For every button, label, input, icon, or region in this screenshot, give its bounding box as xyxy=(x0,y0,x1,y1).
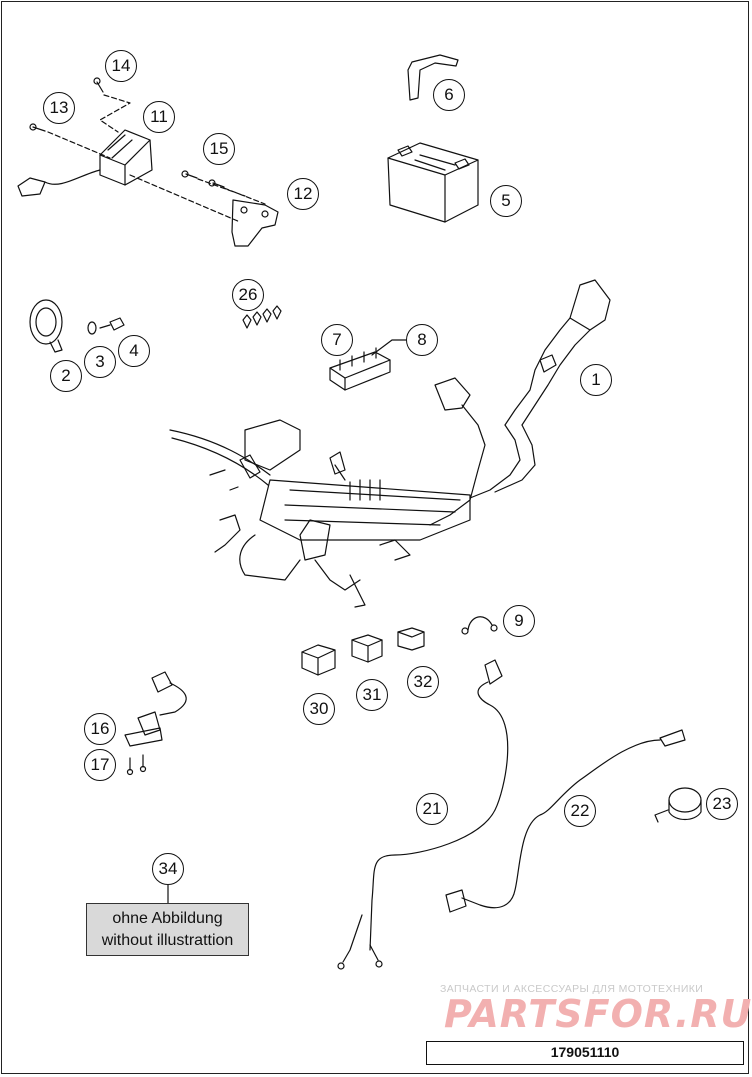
part-13-14-screws xyxy=(29,77,241,223)
part-2-horn xyxy=(29,299,63,353)
part-16-sensor xyxy=(124,671,187,747)
note-line-english: without illustrattion xyxy=(101,932,234,949)
callout-6: 6 xyxy=(433,79,465,111)
part-9-cable xyxy=(461,616,498,635)
part-30-relay xyxy=(301,644,336,676)
part-12-bracket xyxy=(181,170,279,247)
callout-1: 1 xyxy=(580,364,612,396)
part-11-control-unit xyxy=(17,129,153,197)
callout-22: 22 xyxy=(564,795,596,827)
callout-9: 9 xyxy=(503,605,535,637)
callout-14: 14 xyxy=(105,50,137,82)
callout-8: 8 xyxy=(406,324,438,356)
part-32-relay xyxy=(397,627,425,651)
note-line-german: ohne Abbildung xyxy=(112,910,223,927)
callout-23: 23 xyxy=(706,788,738,820)
callout-5: 5 xyxy=(490,185,522,217)
callout-13: 13 xyxy=(43,92,75,124)
callout-3: 3 xyxy=(84,346,116,378)
part-31-relay xyxy=(351,634,383,663)
callout-31: 31 xyxy=(356,679,388,711)
callout-7: 7 xyxy=(321,324,353,356)
part-3-washer xyxy=(87,321,97,335)
callout-34: 34 xyxy=(152,853,184,885)
part-22-cable xyxy=(445,729,686,913)
part-5-battery xyxy=(387,142,479,223)
part-23-switch xyxy=(654,787,702,823)
watermark-tagline: ЗАПЧАСТИ И АКСЕССУАРЫ ДЛЯ МОТОТЕХНИКИ xyxy=(440,983,704,995)
part-6-strap xyxy=(407,54,459,101)
no-illustration-note: ohne Abbildung without illustrattion xyxy=(86,903,249,956)
callout-30: 30 xyxy=(303,693,335,725)
watermark-brand: PARTSFOR.RU xyxy=(444,992,752,1036)
part-4-nut xyxy=(99,317,125,331)
callout-15: 15 xyxy=(203,133,235,165)
callout-21: 21 xyxy=(416,793,448,825)
callout-11: 11 xyxy=(143,101,175,133)
callout-26: 26 xyxy=(232,279,264,311)
drawing-number-box: 179051110 xyxy=(426,1041,744,1065)
callout-32: 32 xyxy=(407,666,439,698)
part-21-cable xyxy=(337,659,509,970)
callout-4: 4 xyxy=(118,335,150,367)
callout-2: 2 xyxy=(50,360,82,392)
part-1-wiring-harness xyxy=(169,279,611,608)
callout-16: 16 xyxy=(84,713,116,745)
part-17-screws xyxy=(126,754,147,776)
part-7-8-fuse-block xyxy=(329,339,407,391)
part-26-clips xyxy=(242,305,282,329)
drawing-number: 179051110 xyxy=(550,1044,620,1060)
callout-12: 12 xyxy=(287,178,319,210)
callout-17: 17 xyxy=(84,749,116,781)
